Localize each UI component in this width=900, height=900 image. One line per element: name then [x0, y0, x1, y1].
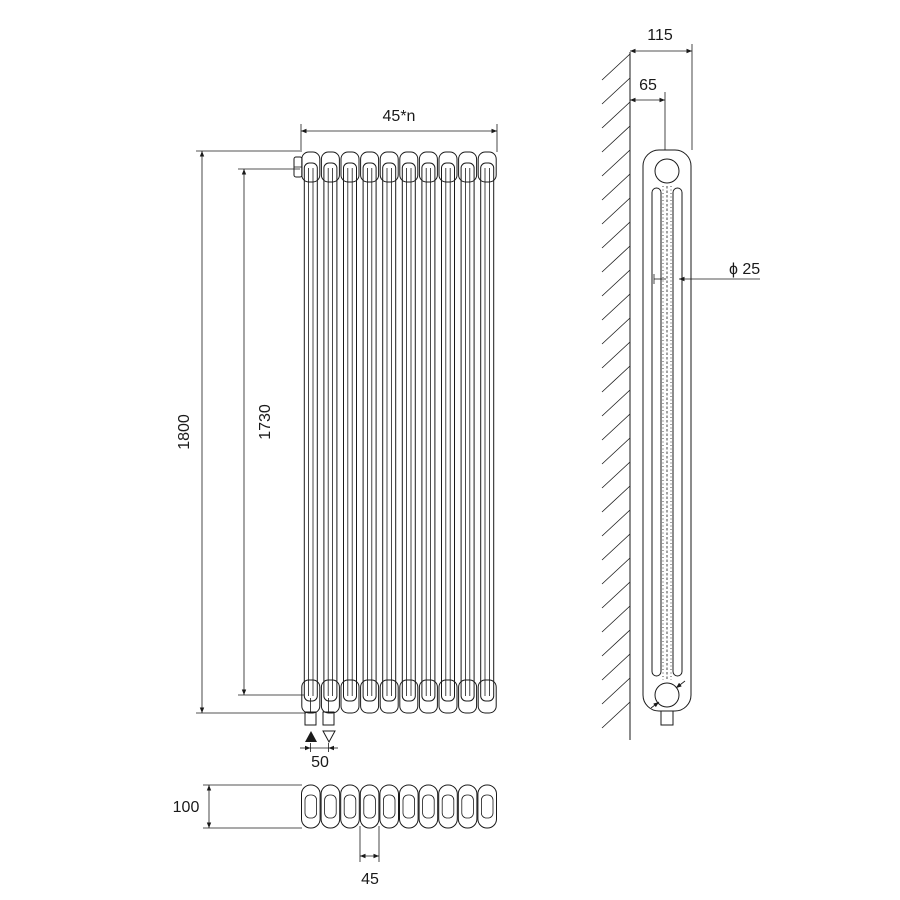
- column-depth-dimension: 65: [630, 77, 666, 150]
- depth-dimension: 100: [173, 784, 302, 829]
- radiator-column: [301, 151, 321, 714]
- radiator-column: [477, 151, 497, 714]
- top-view-section: [379, 784, 399, 829]
- radiator-column: [340, 151, 360, 714]
- radiator-side-profile: [642, 149, 692, 726]
- bleed-valve: [293, 156, 303, 178]
- hollow-triangle-down-icon: [322, 730, 336, 744]
- filled-triangle-up-icon: [305, 731, 317, 742]
- top-view-section: [320, 784, 341, 829]
- radiator-column: [458, 151, 478, 714]
- side-view: 115 65 ϕ 25: [601, 27, 760, 740]
- radiator-column: [438, 151, 458, 714]
- column-pitch-label: 45: [361, 871, 379, 888]
- top-view-section: [399, 784, 419, 829]
- top-view-section: [359, 784, 380, 829]
- top-view-section: [477, 784, 497, 829]
- top-view-sections: [301, 784, 497, 829]
- depth-label: 100: [173, 799, 200, 816]
- radiator-column: [360, 151, 380, 714]
- width-dimension: 45*n: [300, 108, 498, 152]
- radiator-columns: [301, 151, 497, 714]
- radiator-column: [379, 151, 399, 714]
- top-view-section: [438, 784, 458, 829]
- top-view: 100 45: [173, 784, 497, 888]
- top-view-section: [301, 784, 321, 829]
- column-pitch-dimension: 45: [359, 826, 380, 888]
- pipe-diameter-label: ϕ 25: [729, 261, 760, 278]
- connection-spacing-dimension: 50: [300, 743, 338, 771]
- top-view-section: [457, 784, 478, 829]
- connection-spacing-label: 50: [311, 754, 329, 771]
- top-header-pipe: [654, 158, 680, 184]
- connection-height-label: 1730: [257, 404, 274, 440]
- top-view-section: [340, 784, 360, 829]
- radiator-column: [399, 151, 419, 714]
- total-depth-dimension: 115: [630, 27, 693, 150]
- radiator-column: [418, 151, 438, 714]
- front-view: 45*n 1800 1730: [176, 108, 498, 771]
- total-height-dimension: 1800: [176, 150, 306, 714]
- pipe-diameter-dimension: ϕ 25: [653, 261, 760, 284]
- top-view-section: [418, 784, 439, 829]
- width-label: 45*n: [383, 108, 416, 125]
- total-height-label: 1800: [176, 414, 193, 450]
- column-depth-label: 65: [639, 77, 657, 94]
- connection-height-dimension: 1730: [238, 168, 304, 696]
- radiator-column: [320, 151, 340, 714]
- total-depth-label: 115: [647, 27, 673, 44]
- bottom-connections: [304, 698, 336, 744]
- wall: [601, 52, 631, 740]
- bottom-header-pipe: [654, 682, 680, 708]
